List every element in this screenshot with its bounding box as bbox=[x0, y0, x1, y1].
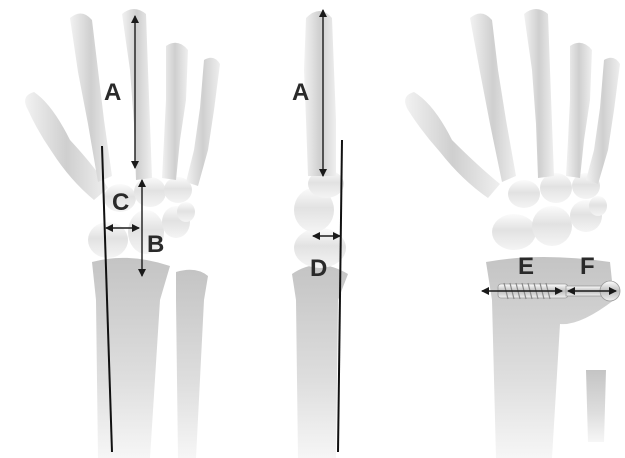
left-ulna-shaft bbox=[176, 270, 208, 458]
left-hand-pa-view: A C B bbox=[25, 9, 220, 458]
left-hand-fingers bbox=[25, 9, 220, 200]
right-carpal-bones bbox=[492, 173, 607, 250]
label-a-middle: A bbox=[292, 79, 309, 106]
label-d: D bbox=[310, 255, 327, 282]
label-b: B bbox=[147, 231, 164, 258]
right-hand-fingers bbox=[405, 9, 620, 198]
label-c: C bbox=[112, 189, 129, 216]
label-a-left: A bbox=[104, 79, 121, 106]
right-hand-screw-view: E F bbox=[405, 9, 620, 458]
right-ulna-fragment bbox=[586, 370, 606, 442]
label-e: E bbox=[518, 253, 534, 280]
left-radius-shaft bbox=[92, 258, 170, 458]
middle-hand-lateral-view: A D bbox=[292, 10, 348, 458]
middle-carpal-bones bbox=[294, 170, 346, 268]
label-f: F bbox=[580, 253, 595, 280]
